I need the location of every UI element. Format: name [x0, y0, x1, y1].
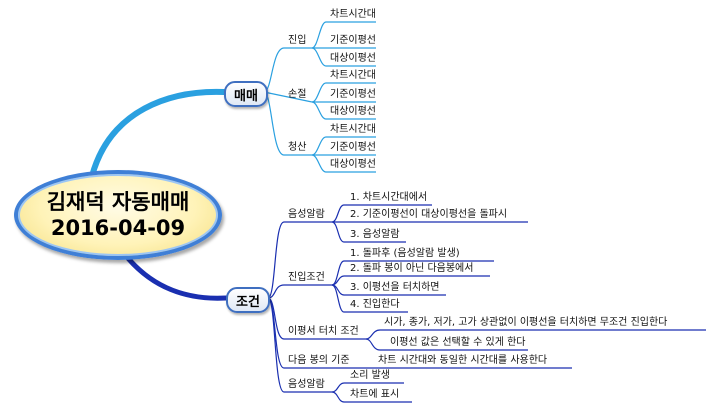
branch-node-maemae[interactable]: 매매 — [224, 81, 268, 107]
leaf-item[interactable]: 차트시간대 — [330, 70, 376, 81]
leaf-item[interactable]: 기준이평선 — [330, 142, 376, 153]
group-label-jinip-jogeon[interactable]: 진입조건 — [288, 272, 325, 283]
group-label-sonjeol[interactable]: 손절 — [288, 89, 307, 100]
leaf-item[interactable]: 3. 이평선을 터치하면 — [350, 282, 440, 293]
branch-link-jogeon — [117, 245, 229, 301]
leaf-item[interactable]: 3. 음성알람 — [350, 229, 400, 240]
leaf-item[interactable]: 시가, 종가, 저가, 고가 상관없이 이평선을 터치하면 무조건 진입한다 — [384, 317, 668, 328]
group-label-eumseong-alarm-2[interactable]: 음성알람 — [288, 379, 325, 390]
branch-node-jogeon[interactable]: 조건 — [226, 287, 270, 313]
leaf-item[interactable]: 기준이평선 — [330, 35, 376, 46]
leaf-item[interactable]: 차트시간대 — [330, 124, 376, 135]
group-label-jinip[interactable]: 진입 — [288, 35, 307, 46]
leaf-item[interactable]: 대상이평선 — [330, 53, 376, 64]
leaf-item[interactable]: 2. 돌파 봉이 아닌 다음봉에서 — [350, 263, 474, 274]
leaf-item[interactable]: 대상이평선 — [330, 159, 376, 170]
branch-link-maemae — [89, 88, 227, 179]
leaf-item[interactable]: 1. 돌파후 (음성알람 발생) — [350, 248, 460, 259]
central-title: 김재덕 자동매매 — [46, 190, 190, 214]
group-label-cheongsan[interactable]: 청산 — [288, 142, 307, 153]
leaf-item[interactable]: 이평선 값은 선택할 수 있게 한다 — [390, 337, 526, 348]
central-topic: 김재덕 자동매매 2016-04-09 — [14, 170, 222, 260]
group-label-next-candle[interactable]: 다음 봉의 기준 — [288, 355, 350, 366]
leaf-item[interactable]: 기준이평선 — [330, 89, 376, 100]
leaf-item[interactable]: 대상이평선 — [330, 106, 376, 117]
leaf-item[interactable]: 차트 시간대와 동일한 시간대를 사용한다 — [378, 355, 548, 366]
leaf-item[interactable]: 2. 기준이평선이 대상이평선을 돌파시 — [350, 209, 508, 220]
central-date: 2016-04-09 — [50, 216, 186, 240]
leaf-item[interactable]: 4. 진입한다 — [350, 299, 400, 310]
leaf-item[interactable]: 차트에 표시 — [350, 389, 400, 400]
branch-label: 매매 — [234, 88, 258, 104]
branch-label: 조건 — [236, 294, 260, 310]
group-label-eumseong-alarm[interactable]: 음성알람 — [288, 209, 325, 220]
leaf-item[interactable]: 1. 차트시간대에서 — [350, 192, 428, 203]
group-label-touch-condition[interactable]: 이평서 터치 조건 — [288, 326, 359, 337]
leaf-item[interactable]: 차트시간대 — [330, 9, 376, 20]
leaf-item[interactable]: 소리 발생 — [350, 370, 390, 381]
